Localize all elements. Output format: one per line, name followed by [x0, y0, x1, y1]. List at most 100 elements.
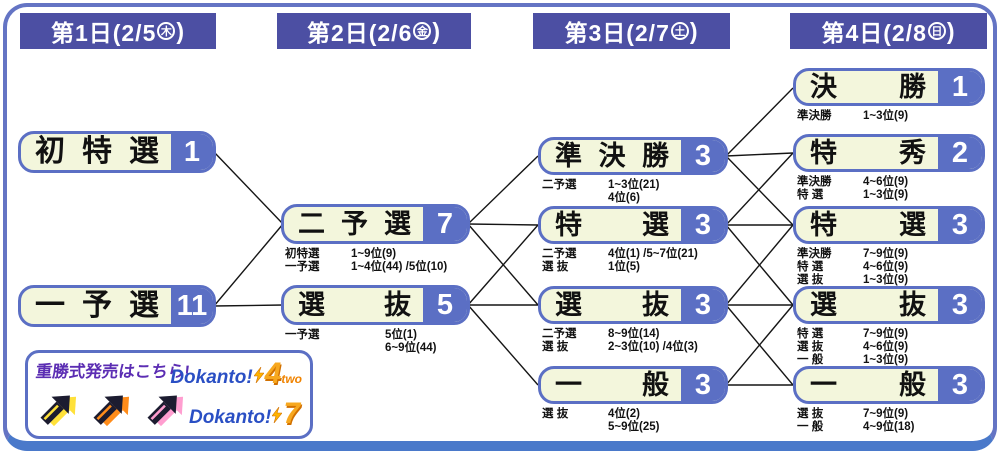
dokanto-7-logo[interactable]: Dokanto! 7	[189, 399, 300, 429]
note-value: 1~3位(21)	[608, 179, 660, 191]
note-value: 1位(5)	[608, 261, 640, 273]
chari-loto-arrow-pink-icon	[147, 395, 183, 427]
note-value: 4位(6)	[608, 192, 640, 204]
note-source: 二予選	[542, 179, 577, 191]
race-notes-day4-ippan: 選 抜 7~9位(9) 一 般 4~9位(18)	[797, 408, 914, 434]
note-source: 二予選	[542, 248, 577, 260]
race-count: 2	[938, 137, 982, 169]
day1-weekday-circle: 木	[157, 22, 176, 40]
note-value: 8~9位(14)	[608, 328, 660, 340]
note-source: 特 選	[797, 189, 824, 201]
race-box-day1-shotokusen: 初特選 1	[18, 131, 216, 173]
note-source: 選 抜	[797, 341, 824, 353]
note-source: 選 抜	[542, 261, 569, 273]
race-title: 決勝	[810, 72, 926, 102]
note-value: 4~6位(9)	[863, 261, 909, 273]
day4-weekday-circle: 日	[927, 22, 946, 40]
note-source: 準決勝	[797, 176, 832, 188]
race-title: 準決勝	[555, 141, 669, 171]
race-count: 11	[171, 288, 213, 324]
chari-loto-arrow-yellow-icon	[40, 395, 77, 427]
day4-label: 第4日(2/8	[821, 20, 927, 46]
note-value: 5位(1)	[385, 329, 417, 341]
race-box-day3-junkessho: 準決勝 3	[538, 137, 728, 175]
race-notes-day3-junkessho: 二予選 1~3位(21) 4位(6)	[542, 179, 659, 205]
note-source	[542, 192, 608, 205]
dokanto-number: 4	[264, 357, 282, 390]
race-count: 3	[938, 209, 982, 241]
race-box-day3-tokusen: 特選 3	[538, 206, 728, 244]
day3-weekday-circle: 土	[670, 22, 689, 40]
race-title: 選抜	[298, 290, 411, 320]
note-source: 特 選	[797, 328, 824, 340]
note-value: 7~9位(9)	[863, 248, 909, 260]
multi-bet-promo-banner[interactable]: 重勝式発売はこちら!	[25, 350, 313, 439]
note-source: 一予選	[285, 261, 320, 273]
day1-label: 第1日(2/5	[50, 20, 157, 46]
lightning-bolt-icon	[253, 367, 264, 383]
race-count: 5	[423, 288, 467, 322]
race-box-day2-niyosen: 二予選 7	[281, 204, 470, 244]
race-count: 3	[681, 369, 725, 401]
race-count: 1	[938, 71, 982, 103]
note-source: 一 般	[797, 354, 824, 366]
note-source: 準決勝	[797, 110, 832, 122]
race-count: 1	[171, 134, 213, 170]
race-box-day4-kessho: 決勝 1	[793, 68, 985, 106]
note-value: 4~6位(9)	[863, 176, 909, 188]
day3-label: 第3日(2/7	[564, 20, 670, 46]
race-box-day1-ichiyosen: 一予選 11	[18, 285, 216, 327]
note-source: 二予選	[542, 328, 577, 340]
race-count: 3	[681, 140, 725, 172]
race-count: 3	[681, 289, 725, 321]
race-box-day3-ippan: 一般 3	[538, 366, 728, 404]
race-box-day4-senbatsu: 選抜 3	[793, 286, 985, 324]
race-title: 選抜	[810, 290, 926, 320]
race-box-day4-tokushu: 特秀 2	[793, 134, 985, 172]
note-value: 4位(2)	[608, 408, 640, 420]
day2-weekday-circle: 金	[413, 22, 432, 40]
race-title: 特秀	[810, 138, 926, 168]
race-notes-day3-senbatsu: 二予選 8~9位(14) 選 抜 2~3位(10) /4位(3)	[542, 328, 698, 354]
note-value: 7~9位(9)	[863, 408, 909, 420]
note-source: 選 抜	[797, 408, 824, 420]
note-value: 6~9位(44)	[385, 342, 437, 354]
dokanto-suffix: two	[281, 372, 302, 386]
note-source: 一予選	[285, 329, 320, 341]
note-value: 7~9位(9)	[863, 328, 909, 340]
note-value: 4~9位(18)	[863, 421, 915, 433]
race-count: 3	[938, 369, 982, 401]
chari-loto-arrow-orange-icon	[93, 395, 130, 427]
note-source: 特 選	[797, 261, 824, 273]
race-count: 3	[681, 209, 725, 241]
race-box-day4-ippan: 一般 3	[793, 366, 985, 404]
note-value: 4~6位(9)	[863, 341, 909, 353]
note-value: 2~3位(10) /4位(3)	[608, 341, 698, 353]
note-value: 1~3位(9)	[863, 274, 909, 286]
race-box-day4-tokusen: 特選 3	[793, 206, 985, 244]
chari-loto-arrow-icons	[36, 383, 186, 437]
dokanto-4two-logo[interactable]: Dokanto! 4 two	[170, 359, 302, 389]
promo-heading: 重勝式発売はこちら!	[34, 363, 191, 381]
note-source	[542, 421, 608, 434]
dokanto-number: 7	[283, 397, 300, 430]
dokanto-brand-text: Dokanto!	[188, 407, 272, 428]
race-notes-day2-senbatsu: 一予選 5位(1) 6~9位(44)	[285, 329, 436, 355]
dokanto-brand-text: Dokanto!	[170, 367, 253, 388]
note-source: 選 抜	[542, 408, 569, 420]
note-source: 一 般	[797, 421, 824, 433]
race-title: 一般	[810, 370, 926, 400]
note-value: 1~4位(44) /5位(10)	[351, 261, 448, 273]
note-source: 選 抜	[542, 341, 569, 353]
